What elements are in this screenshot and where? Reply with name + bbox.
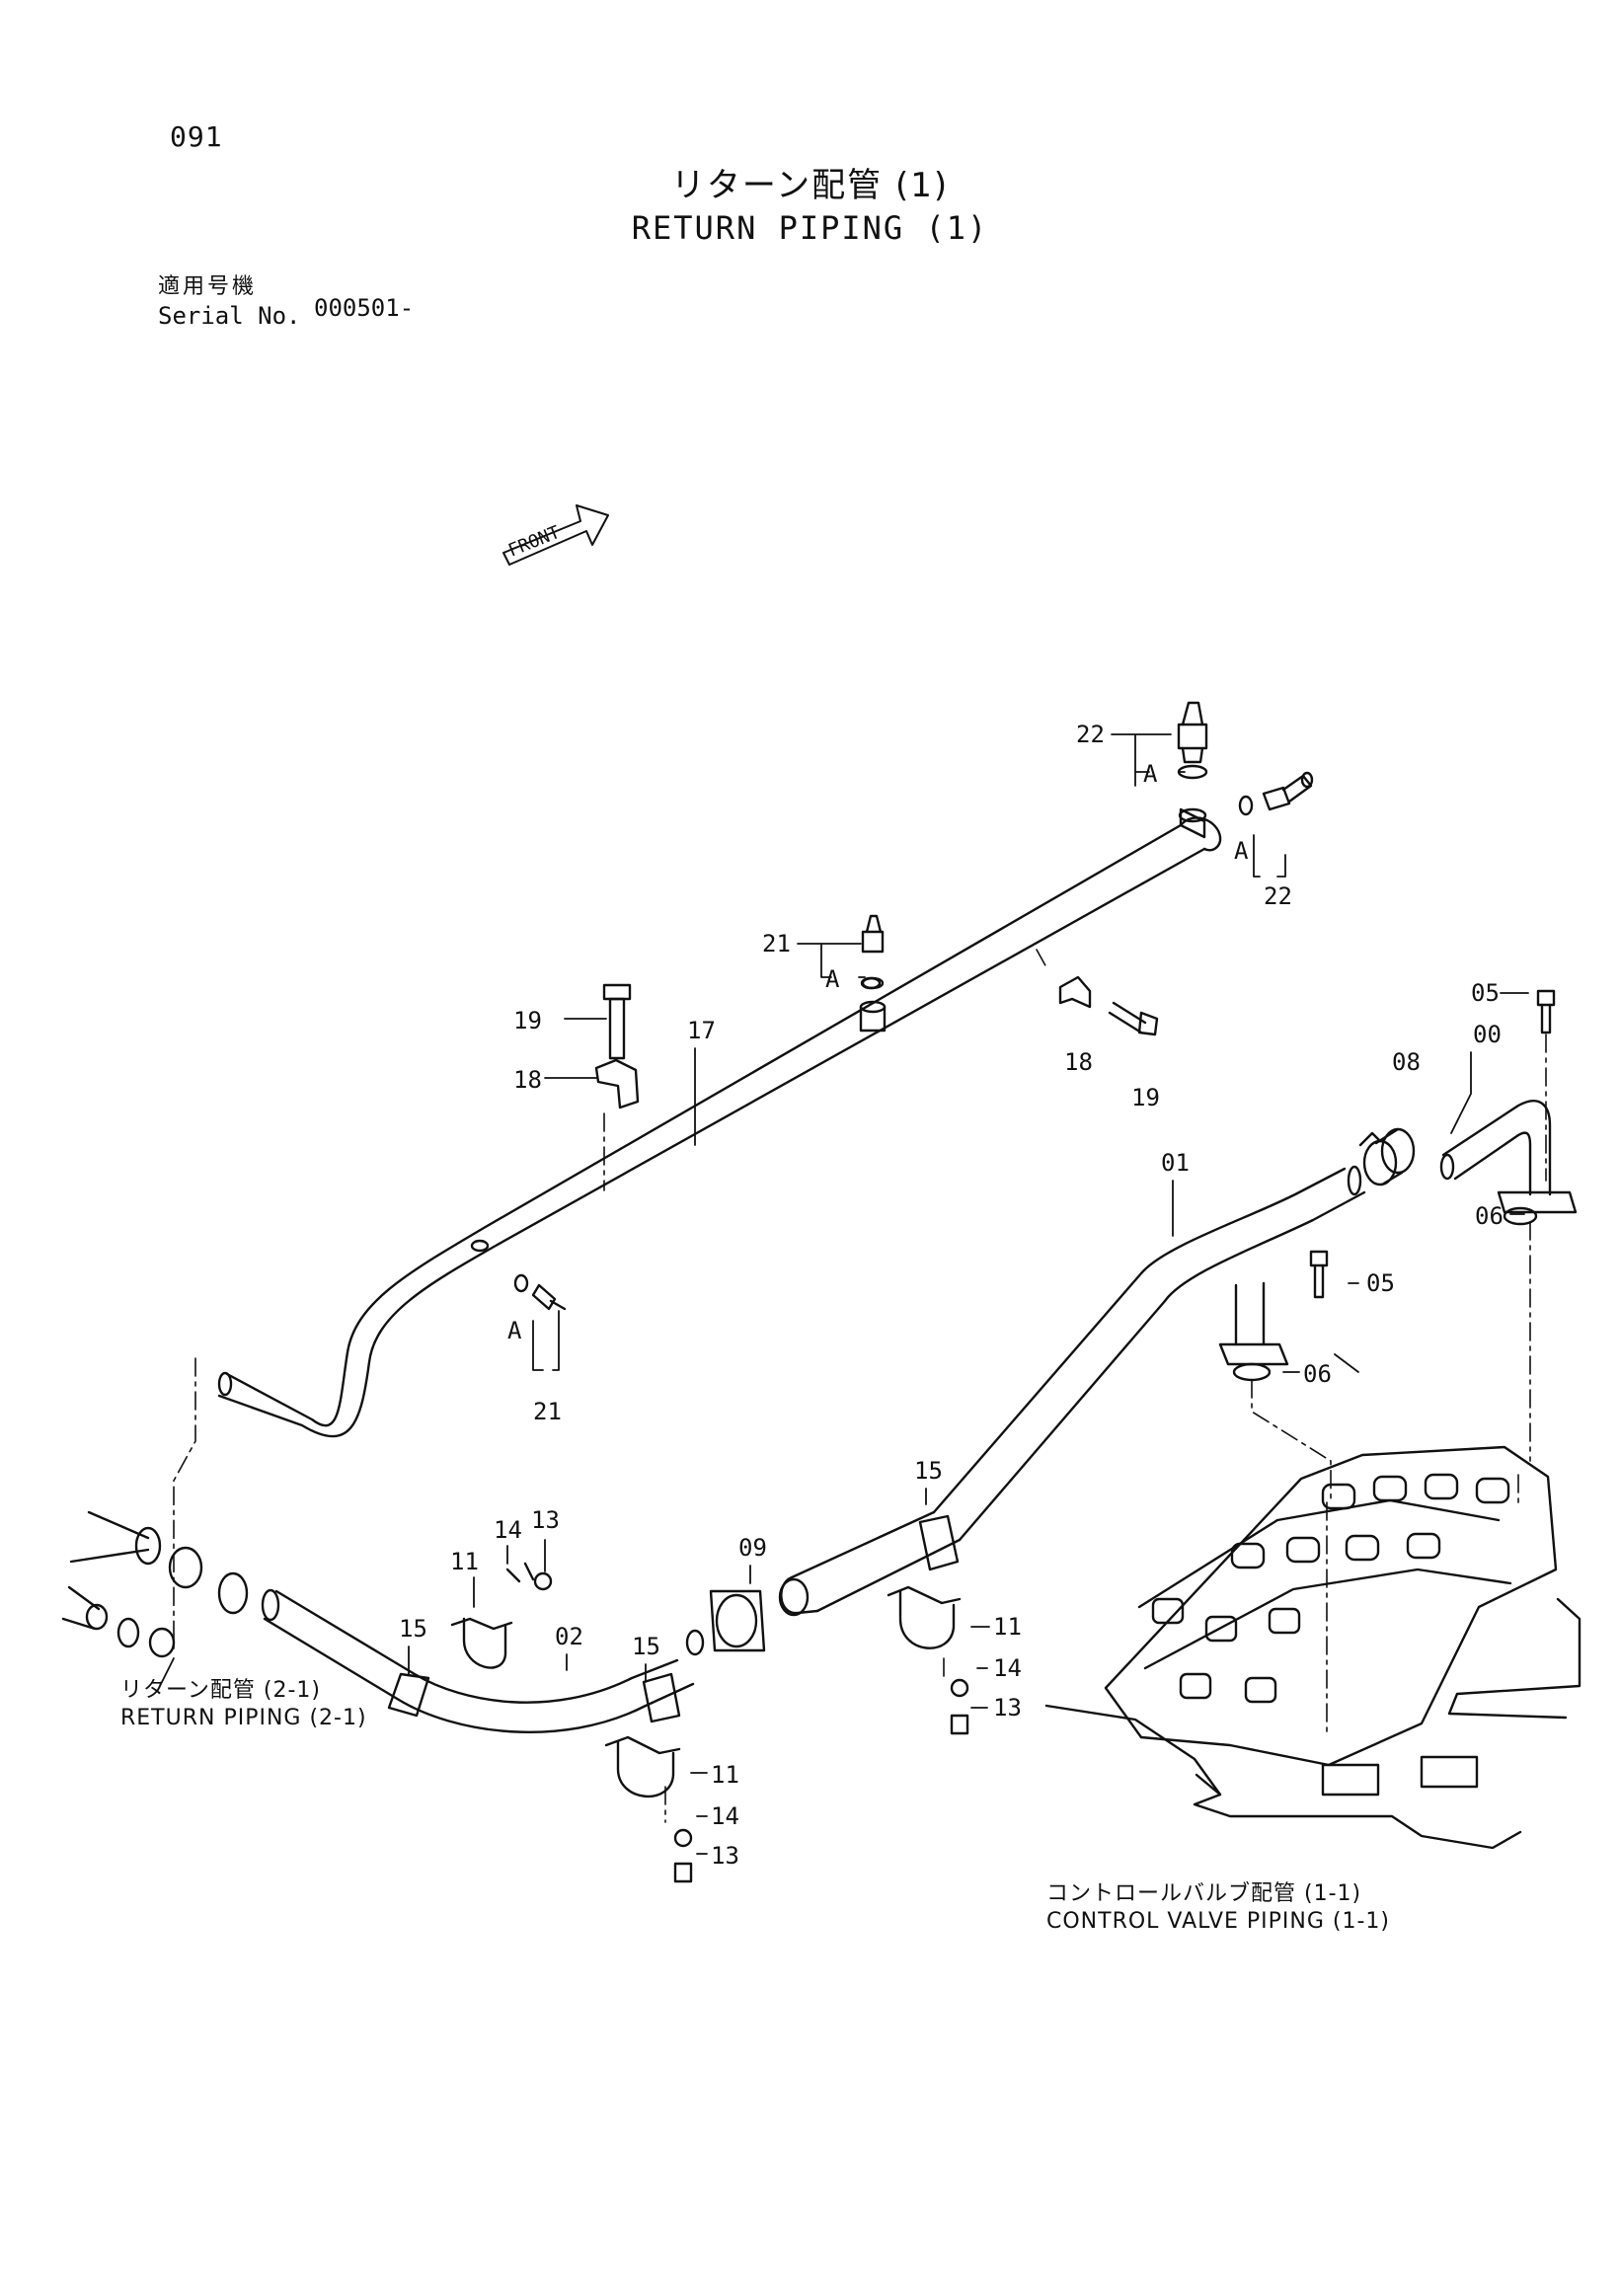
bolt-05-lower	[1309, 1250, 1329, 1299]
callout-05-upper: 05	[1471, 979, 1500, 1007]
callout-06-upper: 06	[1475, 1202, 1504, 1230]
serial-label-jp: 適用号機	[158, 274, 258, 299]
control-valve-ref-en: CONTROL VALVE PIPING (1-1)	[1046, 1909, 1391, 1934]
callout-15-mid: 15	[632, 1633, 660, 1660]
callout-02: 02	[555, 1623, 583, 1650]
callout-08: 08	[1392, 1048, 1421, 1076]
front-marker-label: FRONT	[505, 522, 563, 562]
callout-21-lower: 21	[533, 1398, 562, 1425]
elbow-pipe-00	[1439, 1100, 1578, 1214]
callout-17: 17	[687, 1017, 716, 1044]
callout-05-lower: 05	[1366, 1269, 1395, 1297]
callout-15-right: 15	[914, 1457, 943, 1485]
callout-11-lower: 11	[711, 1761, 739, 1789]
callout-22-side: 22	[1264, 882, 1292, 910]
callout-15-left: 15	[399, 1615, 427, 1643]
hose-band-15-c	[918, 1514, 960, 1571]
page-title-jp: リターン配管 (1)	[670, 166, 950, 205]
clamp-18-left	[594, 983, 640, 1110]
callout-13-mid: 13	[993, 1694, 1022, 1722]
fitting-21-lower	[470, 1239, 567, 1311]
serial-label-en: Serial No.	[158, 302, 301, 330]
hose-band-15-a	[387, 1672, 430, 1718]
callout-06-lower: 06	[1303, 1360, 1332, 1388]
pipe-01	[790, 1165, 1366, 1613]
page-title-en: RETURN PIPING (1)	[631, 209, 989, 247]
callout-11-mid: 11	[993, 1613, 1022, 1641]
callout-19-right: 19	[1131, 1084, 1160, 1111]
clamp-11-upper	[450, 1562, 553, 1669]
pipe-09	[685, 1575, 819, 1656]
callout-18-right: 18	[1064, 1048, 1093, 1076]
return-piping-ref-en: RETURN PIPING (2-1)	[120, 1706, 367, 1730]
return-pipe-17	[217, 816, 1222, 1438]
detail-a-21-upper: A	[825, 965, 840, 993]
o-ring-06-lower	[1232, 1362, 1272, 1382]
detail-a-22-top: A	[1143, 760, 1158, 788]
callout-14-upper: 14	[494, 1516, 522, 1544]
callout-22-top: 22	[1076, 721, 1105, 748]
callout-13-upper: 13	[531, 1506, 560, 1534]
fitting-21-upper	[859, 914, 887, 1033]
callout-19-left: 19	[513, 1007, 542, 1034]
callout-18-left: 18	[513, 1066, 542, 1094]
control-valve-ref-jp: コントロールバルブ配管 (1-1)	[1046, 1881, 1362, 1906]
detail-a-21-lower: A	[507, 1317, 522, 1344]
return-piping-ref-jp: リターン配管 (2-1)	[120, 1678, 321, 1703]
fitting-22-top	[1177, 701, 1208, 839]
callout-14-mid: 14	[993, 1654, 1022, 1682]
installation-centerlines	[173, 949, 1547, 1823]
o-ring-21-upper	[860, 976, 882, 990]
callout-01: 01	[1161, 1149, 1190, 1177]
o-ring-06-upper	[1503, 1206, 1538, 1226]
control-valve-block	[1044, 1445, 1581, 1850]
clamp-11-lower	[604, 1735, 693, 1883]
front-arrow-icon: FRONT	[502, 504, 609, 566]
callout-14-lower: 14	[711, 1802, 739, 1830]
callout-00: 00	[1473, 1021, 1502, 1048]
page-number: 091	[170, 120, 223, 153]
return-pipe-2-1-stubs	[61, 1510, 249, 1658]
callout-09: 09	[738, 1534, 767, 1562]
fitting-22-side	[1238, 771, 1314, 816]
clamp-band-08	[1358, 1127, 1416, 1186]
detail-a-22-side: A	[1234, 837, 1249, 865]
hose-band-15-b	[642, 1672, 681, 1723]
callout-11-upper: 11	[450, 1548, 479, 1575]
bolt-05-upper	[1536, 989, 1556, 1034]
callout-lines	[157, 733, 1529, 1855]
clamp-18-right	[1058, 975, 1159, 1036]
clamp-11-mid	[887, 1585, 969, 1735]
callout-13-lower: 13	[711, 1842, 739, 1870]
callout-21-upper: 21	[762, 930, 791, 957]
serial-value: 000501-	[314, 294, 415, 322]
